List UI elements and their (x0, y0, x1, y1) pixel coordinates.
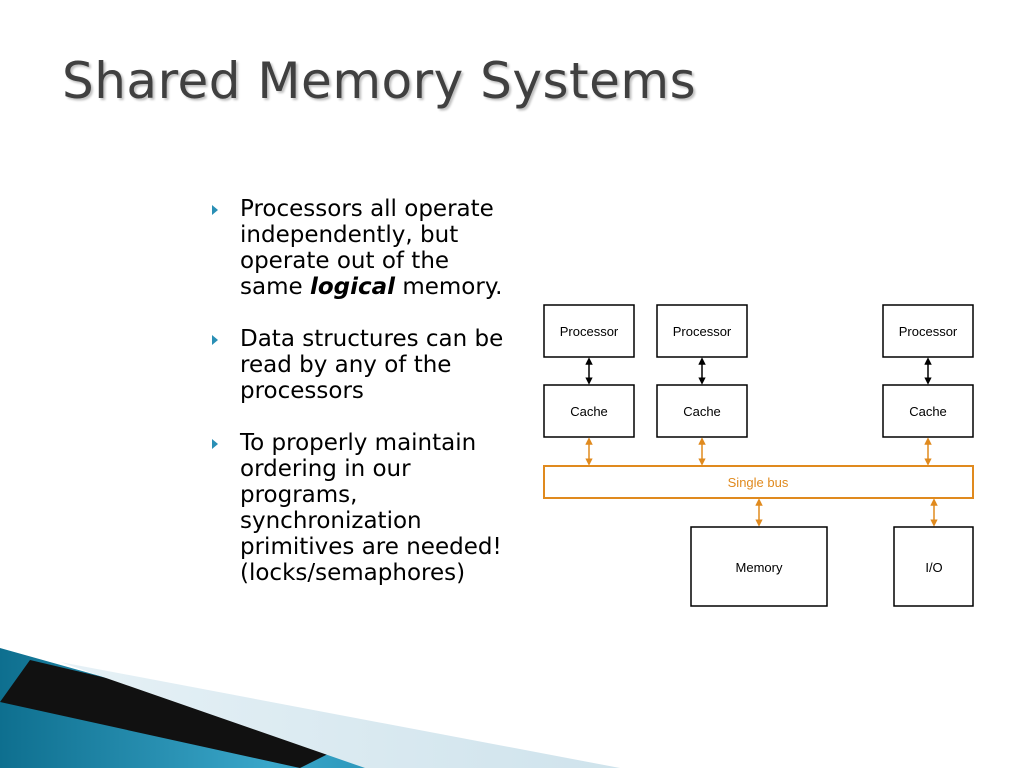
bullet-text: Processors all operate independently, bu… (240, 196, 494, 300)
bullet-text: To properly maintain ordering in our pro… (240, 430, 502, 586)
processor-box: Processor (882, 304, 974, 358)
bullet-arrow-icon (212, 439, 218, 449)
processor-label: Processor (673, 324, 732, 339)
page-title: Shared Memory Systems (62, 52, 697, 110)
cache-box: Cache (656, 384, 748, 438)
bullet-emphasis: logical (309, 274, 396, 300)
bullet-arrow-icon (212, 335, 218, 345)
bullet-text-after: memory. (395, 274, 503, 300)
cache-box: Cache (882, 384, 974, 438)
io-label: I/O (925, 560, 942, 575)
processor-label: Processor (560, 324, 619, 339)
bus-label: Single bus (728, 475, 789, 490)
bullet-item: Data structures can be read by any of th… (210, 326, 510, 404)
processor-label: Processor (899, 324, 958, 339)
memory-label: Memory (736, 560, 783, 575)
bullet-text: Data structures can be read by any of th… (240, 326, 504, 404)
cache-box: Cache (543, 384, 635, 438)
wave-teal (0, 648, 540, 768)
memory-box: Memory (690, 526, 828, 607)
processor-box: Processor (543, 304, 635, 358)
wave-black (0, 660, 360, 768)
wave-pale (60, 662, 620, 768)
bullet-list: Processors all operate independently, bu… (210, 196, 510, 612)
shared-memory-diagram: Processor Processor Processor Cache Cach… (543, 304, 974, 607)
bullet-item: Processors all operate independently, bu… (210, 196, 510, 300)
bullet-arrow-icon (212, 205, 218, 215)
bullet-item: To properly maintain ordering in our pro… (210, 430, 510, 586)
cache-label: Cache (909, 404, 947, 419)
cache-label: Cache (570, 404, 608, 419)
io-box: I/O (893, 526, 974, 607)
cache-label: Cache (683, 404, 721, 419)
processor-box: Processor (656, 304, 748, 358)
single-bus: Single bus (543, 465, 974, 499)
